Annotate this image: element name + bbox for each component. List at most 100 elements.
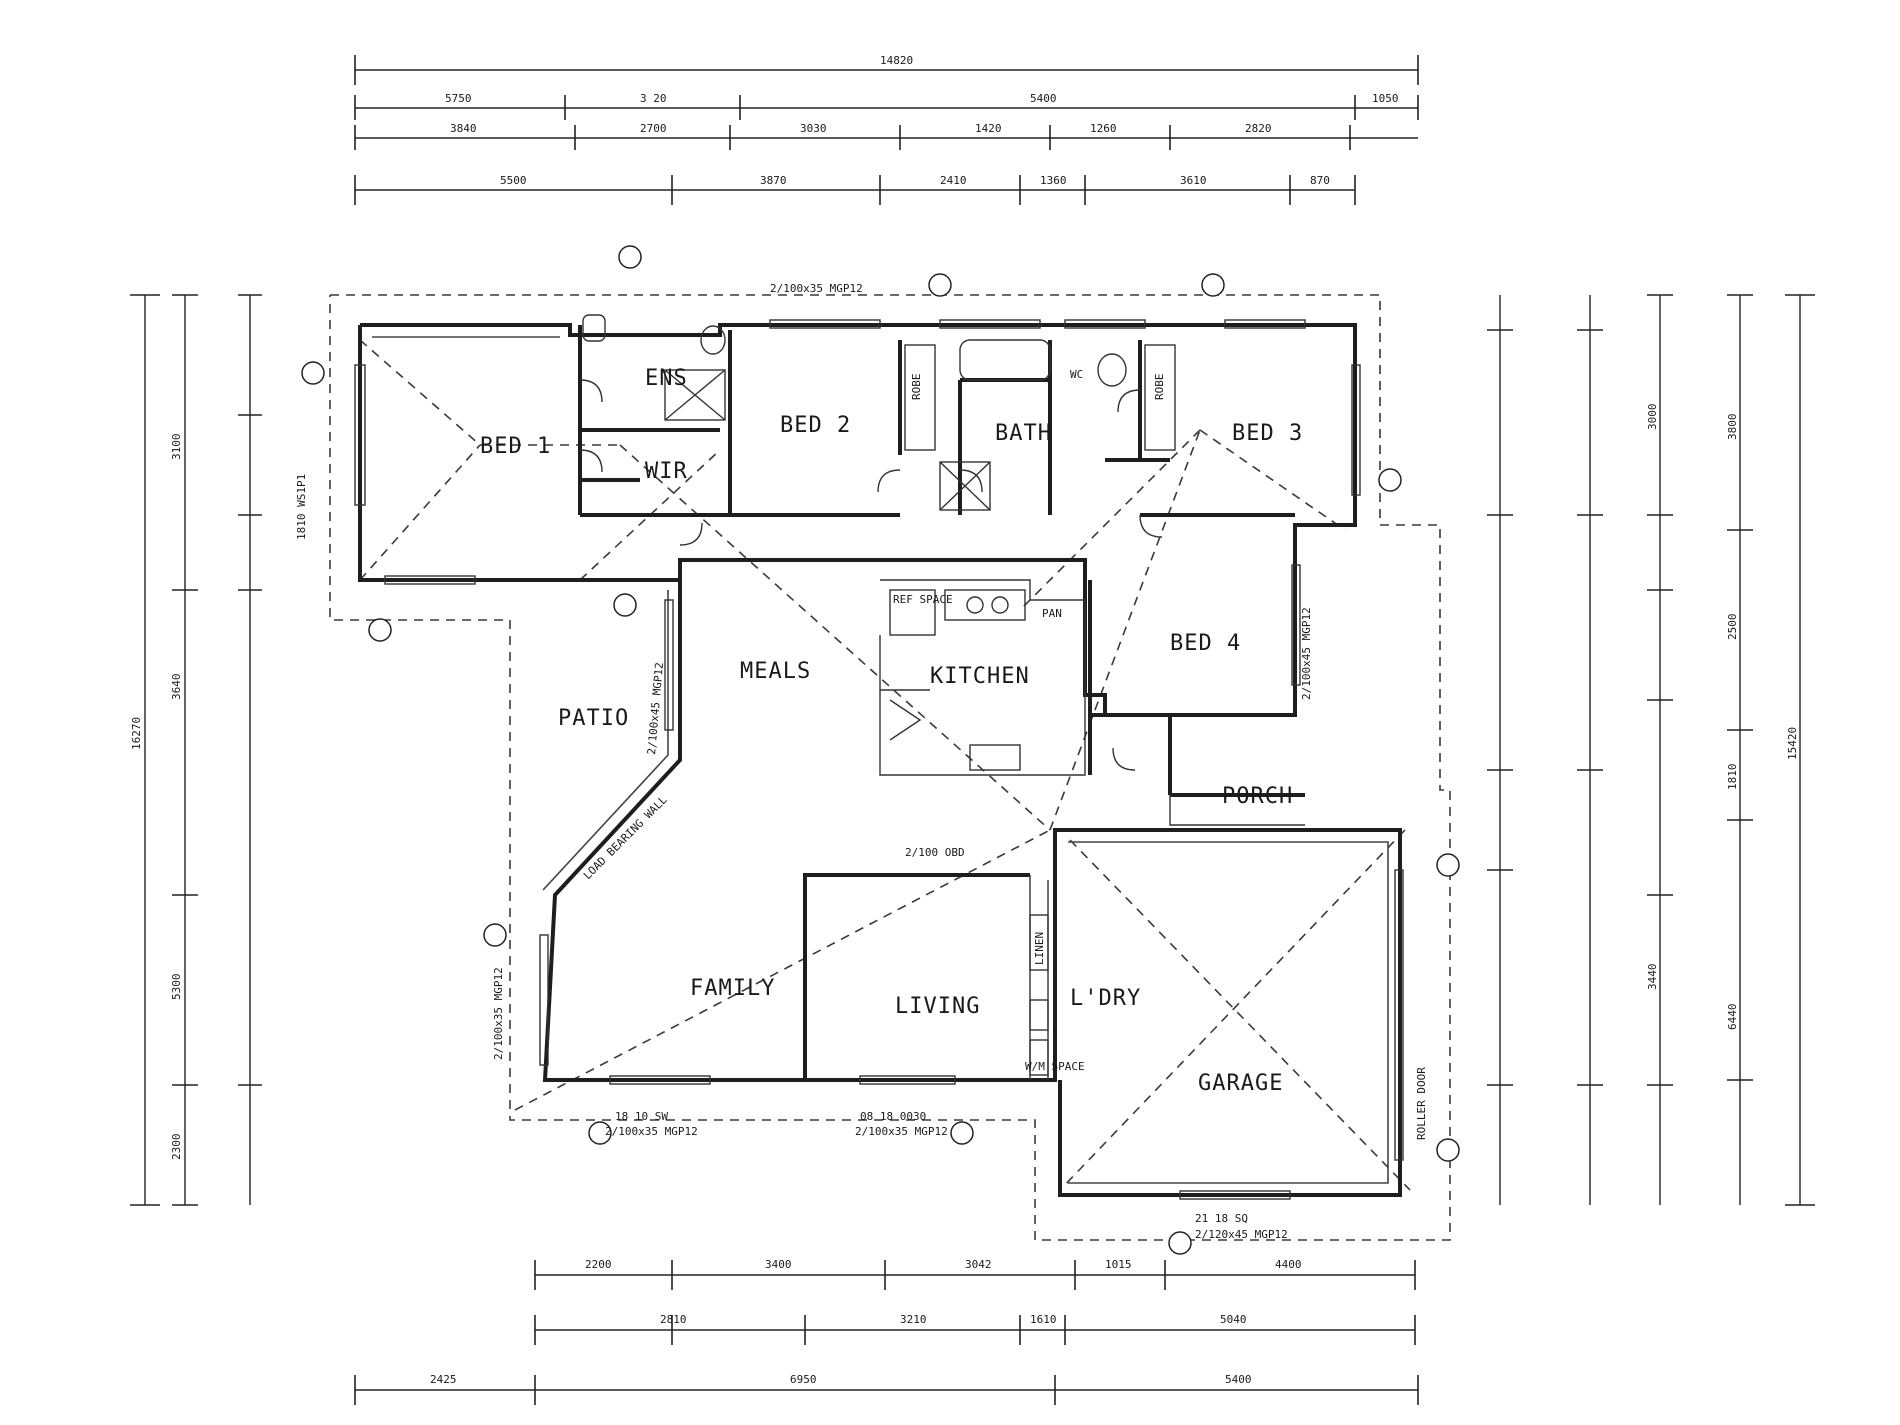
fridge-space bbox=[889, 589, 936, 636]
note-patio-beam: 2/100x45 MGP12 bbox=[645, 662, 666, 755]
shower-icon-bath bbox=[939, 461, 991, 511]
note-garage-window: 21 18 SQ bbox=[1195, 1212, 1248, 1225]
room-patio-label: PATIO bbox=[558, 706, 629, 731]
dim-bottom-2b: 3210 bbox=[900, 1313, 927, 1326]
room-ref-space-label: REF SPACE bbox=[893, 593, 953, 606]
dim-top-2c: 3030 bbox=[800, 122, 827, 135]
robe-label-bed3: ROBE bbox=[1153, 374, 1166, 401]
window-bed4 bbox=[1291, 564, 1301, 686]
room-garage-label: GARAGE bbox=[1198, 1071, 1283, 1096]
note-family-beam: 2/100x35 MGP12 bbox=[605, 1125, 698, 1138]
dim-top-3b: 3870 bbox=[760, 174, 787, 187]
window-living bbox=[859, 1075, 956, 1085]
door-swings bbox=[579, 379, 1163, 771]
basin-icon bbox=[700, 325, 726, 355]
dim-bottom-3b: 6950 bbox=[790, 1373, 817, 1386]
room-bed2-label: BED 2 bbox=[780, 413, 851, 438]
dim-left-overall: 16270 bbox=[130, 717, 143, 750]
shower-icon bbox=[664, 369, 726, 421]
tag-marker bbox=[301, 361, 325, 385]
room-living-label: LIVING bbox=[895, 994, 980, 1019]
tag-marker bbox=[588, 1121, 612, 1145]
room-bath-label: BATH bbox=[995, 421, 1052, 446]
window-bed1-bottom bbox=[384, 575, 476, 585]
room-bed1-label: BED 1 bbox=[480, 434, 551, 459]
window-bed3 bbox=[1224, 319, 1306, 329]
dim-bottom-2c: 1610 bbox=[1030, 1313, 1057, 1326]
dim-top-overall: 14820 bbox=[880, 54, 913, 67]
dim-top-2e: 1260 bbox=[1090, 122, 1117, 135]
dim-right-1: 3800 bbox=[1726, 414, 1739, 441]
window-bed3-side bbox=[1351, 364, 1361, 496]
tag-marker bbox=[1168, 1231, 1192, 1255]
dim-top-1d: 1050 bbox=[1372, 92, 1399, 105]
tag-marker bbox=[483, 923, 507, 947]
note-bed1-window: 1810 WS1P1 bbox=[295, 474, 308, 540]
dim-top-1a: 5750 bbox=[445, 92, 472, 105]
room-wc-label: WC bbox=[1070, 368, 1083, 381]
room-porch-label: PORCH bbox=[1222, 784, 1293, 809]
window-family-side bbox=[539, 934, 549, 1066]
tag-marker bbox=[928, 273, 952, 297]
dim-top-2b: 2700 bbox=[640, 122, 667, 135]
tag-marker bbox=[950, 1121, 974, 1145]
tag-marker bbox=[368, 618, 392, 642]
fixtures bbox=[582, 314, 1176, 1076]
dim-right-overall: 15420 bbox=[1786, 727, 1799, 760]
tag-marker bbox=[618, 245, 642, 269]
dim-right-b: 3440 bbox=[1646, 964, 1659, 991]
window-wc bbox=[1064, 319, 1146, 329]
note-family-side: 2/100x35 MGP12 bbox=[492, 967, 505, 1060]
robe-bed2 bbox=[904, 344, 936, 451]
room-pan-label: PAN bbox=[1042, 607, 1062, 620]
dim-top-3c: 2410 bbox=[940, 174, 967, 187]
garage-roller-door bbox=[1394, 869, 1404, 1161]
robe-label-bed2: ROBE bbox=[910, 374, 923, 401]
dim-right-2: 2500 bbox=[1726, 614, 1739, 641]
dim-bottom-3c: 5400 bbox=[1225, 1373, 1252, 1386]
window-bed1 bbox=[354, 364, 366, 506]
right-dimensions: 15420 3800 2500 1810 6440 3000 3440 bbox=[1487, 294, 1815, 1206]
dim-bottom-1a: 2200 bbox=[585, 1258, 612, 1271]
dim-top-3a: 5500 bbox=[500, 174, 527, 187]
dim-bottom-1d: 1015 bbox=[1105, 1258, 1132, 1271]
dim-top-2d: 1420 bbox=[975, 122, 1002, 135]
room-bed4-label: BED 4 bbox=[1170, 631, 1241, 656]
tag-marker bbox=[1378, 468, 1402, 492]
window-meals bbox=[664, 599, 674, 731]
note-bed2-beam: 2/100x35 MGP12 bbox=[770, 282, 863, 295]
window-bath bbox=[939, 319, 1041, 329]
note-roller-door: ROLLER DOOR bbox=[1415, 1067, 1428, 1140]
tub-icon bbox=[1029, 999, 1049, 1031]
dim-bottom-1b: 3400 bbox=[765, 1258, 792, 1271]
dim-top-1c: 5400 bbox=[1030, 92, 1057, 105]
tag-marker bbox=[1201, 273, 1225, 297]
note-garage-beam: 2/120x45 MGP12 bbox=[1195, 1228, 1288, 1241]
linen-cabinet bbox=[1029, 914, 1049, 971]
note-load-bearing: LOAD BEARING WALL bbox=[581, 793, 670, 882]
note-living-window: 08 18 0030 bbox=[860, 1110, 926, 1123]
dim-left-1: 3100 bbox=[170, 434, 183, 461]
dim-left-4: 2300 bbox=[170, 1134, 183, 1161]
note-family-window: 18 10 SW bbox=[615, 1110, 668, 1123]
room-ldry-label: L'DRY bbox=[1070, 986, 1141, 1011]
dim-bottom-1e: 4400 bbox=[1275, 1258, 1302, 1271]
dim-right-6: 6440 bbox=[1726, 1004, 1739, 1031]
dim-bottom-2d: 5040 bbox=[1220, 1313, 1247, 1326]
dim-left-3: 5300 bbox=[170, 974, 183, 1001]
note-living-opening: 2/100 OBD bbox=[905, 846, 965, 859]
kitchen-bench bbox=[944, 589, 1026, 621]
dim-top-3f: 870 bbox=[1310, 174, 1330, 187]
dim-bottom-3a: 2425 bbox=[430, 1373, 457, 1386]
dim-top-2a: 3840 bbox=[450, 122, 477, 135]
room-wir-label: WIR bbox=[645, 459, 688, 484]
tags bbox=[301, 245, 1460, 1255]
dim-bottom-1c: 3042 bbox=[965, 1258, 992, 1271]
dim-right-a: 3000 bbox=[1646, 404, 1659, 431]
tag-marker bbox=[613, 593, 637, 617]
toilet-icon-wc bbox=[1097, 353, 1127, 387]
room-meals-label: MEALS bbox=[740, 659, 811, 684]
linen-label: LINEN bbox=[1033, 932, 1046, 965]
dim-left-2: 3640 bbox=[170, 674, 183, 701]
